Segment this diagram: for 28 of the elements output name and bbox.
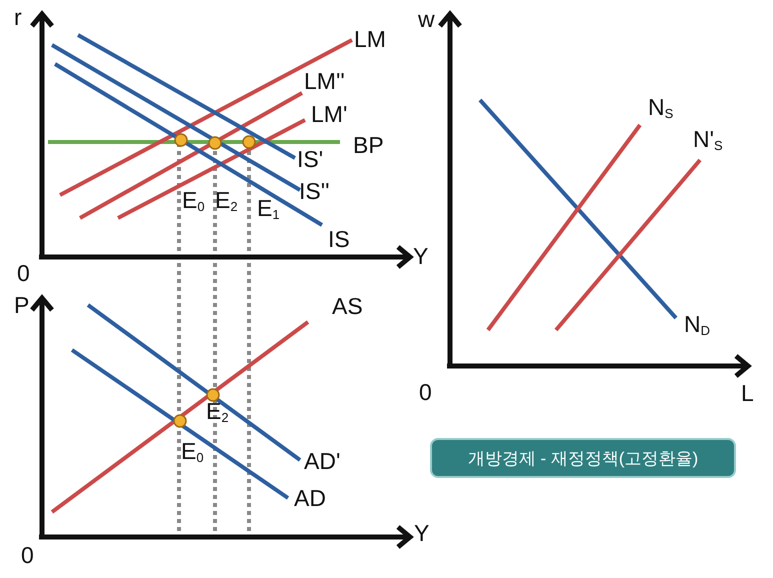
curve-label: AD' [304, 450, 340, 473]
curve-label: LM'' [304, 70, 345, 93]
point-label: E$_{2}$ [215, 189, 238, 213]
origin-label: 0 [17, 262, 30, 285]
axis-label: L [741, 382, 754, 405]
point-label: E$_{0}$ [182, 189, 205, 213]
curve-label: IS'' [299, 180, 330, 203]
point-label: E$_{1}$ [257, 197, 280, 221]
curve-label: LM [354, 28, 386, 51]
axis-label: Y [413, 245, 428, 268]
axis-label: r [14, 6, 22, 29]
curve-label: IS [328, 228, 350, 251]
curve-label: IS' [297, 148, 324, 171]
axis-label: Y [414, 522, 430, 545]
curve-label: AS [332, 295, 363, 318]
origin-label: 0 [419, 381, 432, 404]
axis-label: w [418, 8, 435, 31]
curve-label: N$_{D}$ [684, 313, 710, 337]
curve-label: N$_{S}$ [648, 96, 674, 120]
axis-label: P [14, 294, 30, 317]
origin-label: 0 [21, 544, 34, 567]
point-label: E$_{0}$ [181, 440, 204, 464]
curve-label: LM' [311, 103, 348, 126]
curve-label: BP [353, 134, 384, 157]
point-label: E$_{2}$ [206, 400, 229, 424]
curve-label: AD [294, 487, 326, 510]
curve-label: N'$_{S}$ [693, 128, 723, 152]
caption-box: 개방경제 - 재정정책(고정환율) [430, 438, 736, 478]
